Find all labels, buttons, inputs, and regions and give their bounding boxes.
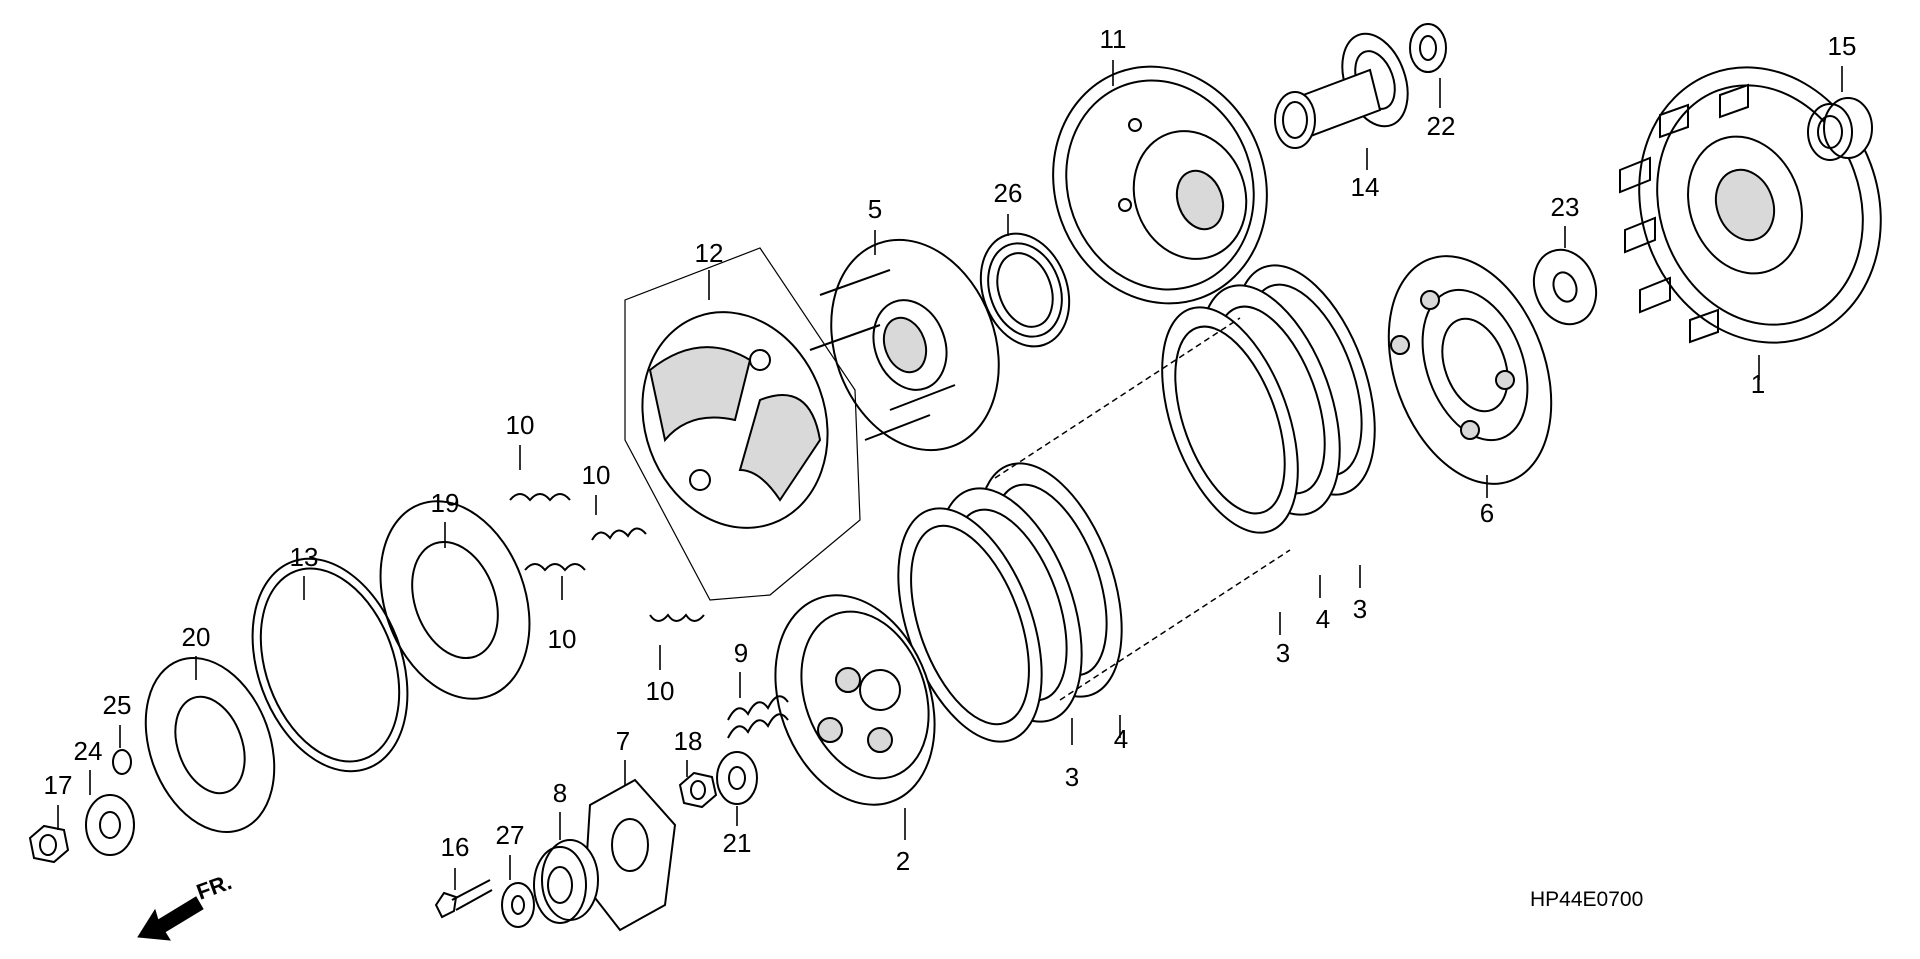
callout-23: 23 [1551, 192, 1580, 222]
part-10-springs [509, 493, 705, 622]
part-11-drive-drum [1052, 65, 1268, 305]
part-12-weight-assembly [624, 247, 861, 601]
part-7-holder-plate [583, 778, 677, 932]
part-15-bushing [1807, 97, 1873, 161]
callout-22: 22 [1427, 111, 1456, 141]
callout-11: 11 [1100, 24, 1127, 54]
part-24-washer [85, 794, 135, 856]
callout-2: 2 [896, 846, 910, 876]
part-18-nut [678, 771, 718, 809]
callout-25: 25 [103, 690, 132, 720]
callout-10: 10 [548, 624, 577, 654]
callout-7: 7 [616, 726, 630, 756]
callout-15: 15 [1828, 31, 1857, 61]
part-5-drive-plate [809, 238, 1000, 452]
callout-19: 19 [431, 488, 460, 518]
callout-13: 13 [290, 542, 319, 572]
callout-8: 8 [553, 778, 567, 808]
callout-20: 20 [182, 622, 211, 652]
callout-4: 4 [1316, 604, 1330, 634]
leader-lines [57, 60, 1843, 890]
part-9-spring [727, 695, 789, 739]
part-6-pressure-plate [1387, 255, 1553, 485]
part-16-bolt [434, 879, 493, 919]
callout-10: 10 [582, 460, 611, 490]
part-3-4-clutch-discs-plates [897, 264, 1376, 743]
callout-14: 14 [1351, 172, 1380, 202]
callout-3: 3 [1353, 594, 1367, 624]
part-14-gear-shaft [1274, 32, 1409, 149]
callout-21: 21 [723, 828, 752, 858]
callout-10: 10 [506, 410, 535, 440]
callout-5: 5 [868, 194, 882, 224]
part-8-bearing [533, 839, 599, 924]
callout-26: 26 [994, 178, 1023, 208]
diagram-code: HP44E0700 [1530, 888, 1643, 911]
callout-3: 3 [1065, 762, 1079, 792]
part-19-plate [379, 500, 531, 700]
callout-16: 16 [441, 832, 470, 862]
part-17-nut [28, 824, 70, 864]
part-20-plate [144, 656, 276, 834]
callout-numbers: 1 2 3 3 3 4 4 5 6 7 8 9 10 10 10 10 11 1… [44, 24, 1857, 876]
part-23-washer [1532, 248, 1598, 326]
part-1-clutch-outer [1619, 66, 1882, 344]
fr-label: FR. [193, 869, 235, 905]
part-13-ring [251, 557, 409, 773]
callout-6: 6 [1480, 498, 1494, 528]
callout-9: 9 [734, 638, 748, 668]
callout-3: 3 [1276, 638, 1290, 668]
callout-4: 4 [1114, 724, 1128, 754]
part-25-clip [112, 749, 132, 775]
callout-18: 18 [674, 726, 703, 756]
callout-1: 1 [1751, 369, 1765, 399]
callout-10: 10 [646, 676, 675, 706]
part-2-clutch-center [774, 594, 936, 806]
part-27-bearing [501, 882, 535, 928]
callout-24: 24 [74, 736, 103, 766]
callout-17: 17 [44, 770, 73, 800]
callout-12: 12 [695, 238, 724, 268]
part-21-washer [716, 751, 758, 805]
part-22-washer [1409, 23, 1447, 73]
front-direction-arrow-icon: FR. [137, 869, 235, 941]
callout-27: 27 [496, 820, 525, 850]
